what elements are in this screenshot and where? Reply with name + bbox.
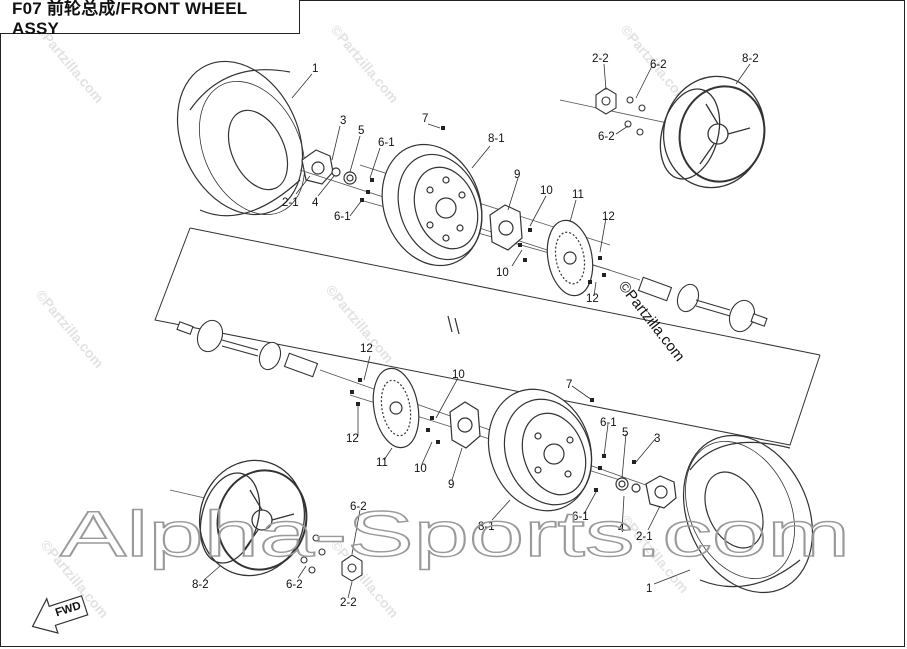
hub-9-lower [449,401,481,449]
faint-watermark-2: ©Partzilla.com [328,22,402,106]
cv-shaft-upper [637,276,768,333]
callout-9-lower: 9 [448,479,454,491]
callout-labels-upper: 1 2-1 3 4 5 6-1 6-1 7 8-1 9 10 10 11 12 … [282,53,759,305]
callout-2-2-lower: 2-2 [340,597,357,609]
hub-9-upper [489,204,523,251]
callout-6-2-lower-b: 6-2 [286,579,303,591]
callout-5-lower: 5 [622,427,628,439]
callout-8-1-upper: 8-1 [488,133,505,145]
callout-4-lower: 4 [618,523,625,535]
callout-labels-lower: 12 12 10 10 11 9 7 6-1 6-1 5 3 4 2-1 8-1… [192,343,660,609]
callout-6-1-lower-b: 6-1 [572,511,589,523]
faint-watermark-4: ©Partzilla.com [33,287,107,371]
rim-8-2-lower [198,459,308,577]
callout-2-1-upper: 2-1 [282,197,299,209]
callout-6-2-upper-a: 6-2 [650,59,667,71]
rim-8-1-upper [381,143,483,267]
hub-cap-upper [301,149,357,185]
callout-6-2-upper-b: 6-2 [598,131,615,143]
hub-cap-lower [615,475,677,509]
callout-11-upper: 11 [572,189,584,201]
callout-10-upper-b: 10 [496,267,509,279]
callout-6-1-upper-a: 6-1 [378,137,395,149]
rim-8-1-lower [487,388,593,512]
brake-disc-11-lower [372,367,420,449]
assembly-boundary [154,227,821,446]
brake-disc-11-upper [546,219,594,297]
callout-12-upper-b: 12 [586,293,599,305]
alpha-sports-watermark: Alpha-Sports.com [60,498,850,570]
tire-upper [176,60,306,217]
callout-8-2-upper: 8-2 [742,53,759,65]
callout-8-1-lower: 8-1 [478,521,495,533]
callout-2-2-upper: 2-2 [592,53,609,65]
callout-3-upper: 3 [340,115,346,127]
callout-6-1-upper-b: 6-1 [334,211,351,223]
callout-1-lower: 1 [646,583,652,595]
callout-leaders [203,63,751,599]
callout-6-1-lower-a: 6-1 [600,417,617,429]
callout-7-upper: 7 [422,113,428,125]
callout-12-lower-b: 12 [346,433,359,445]
callout-11-lower: 11 [376,457,388,469]
callout-2-1-lower: 2-1 [636,531,653,543]
callout-9-upper: 9 [514,169,520,181]
callout-7-lower: 7 [566,379,572,391]
hub-cap-2-2-lower [300,534,363,582]
cv-shaft-lower [176,319,319,378]
callout-1-upper: 1 [312,63,318,75]
callout-10-lower-a: 10 [452,369,465,381]
callout-12-lower-a: 12 [360,343,373,355]
callout-6-2-lower-a: 6-2 [350,501,367,513]
hub-cap-2-2-upper [595,87,646,136]
callout-4-upper: 4 [312,197,319,209]
fwd-arrow-icon: FWD [31,595,89,634]
callout-3-lower: 3 [654,433,660,445]
callout-8-2-lower: 8-2 [192,579,209,591]
callout-10-upper-a: 10 [540,185,553,197]
rim-8-2-upper [659,75,766,189]
diagram-title: F07 前轮总成/FRONT WHEEL ASSY [0,0,300,38]
callout-5-upper: 5 [358,125,364,137]
callout-12-upper-a: 12 [602,211,615,223]
tire-lower [682,434,814,594]
callout-10-lower-b: 10 [414,463,427,475]
